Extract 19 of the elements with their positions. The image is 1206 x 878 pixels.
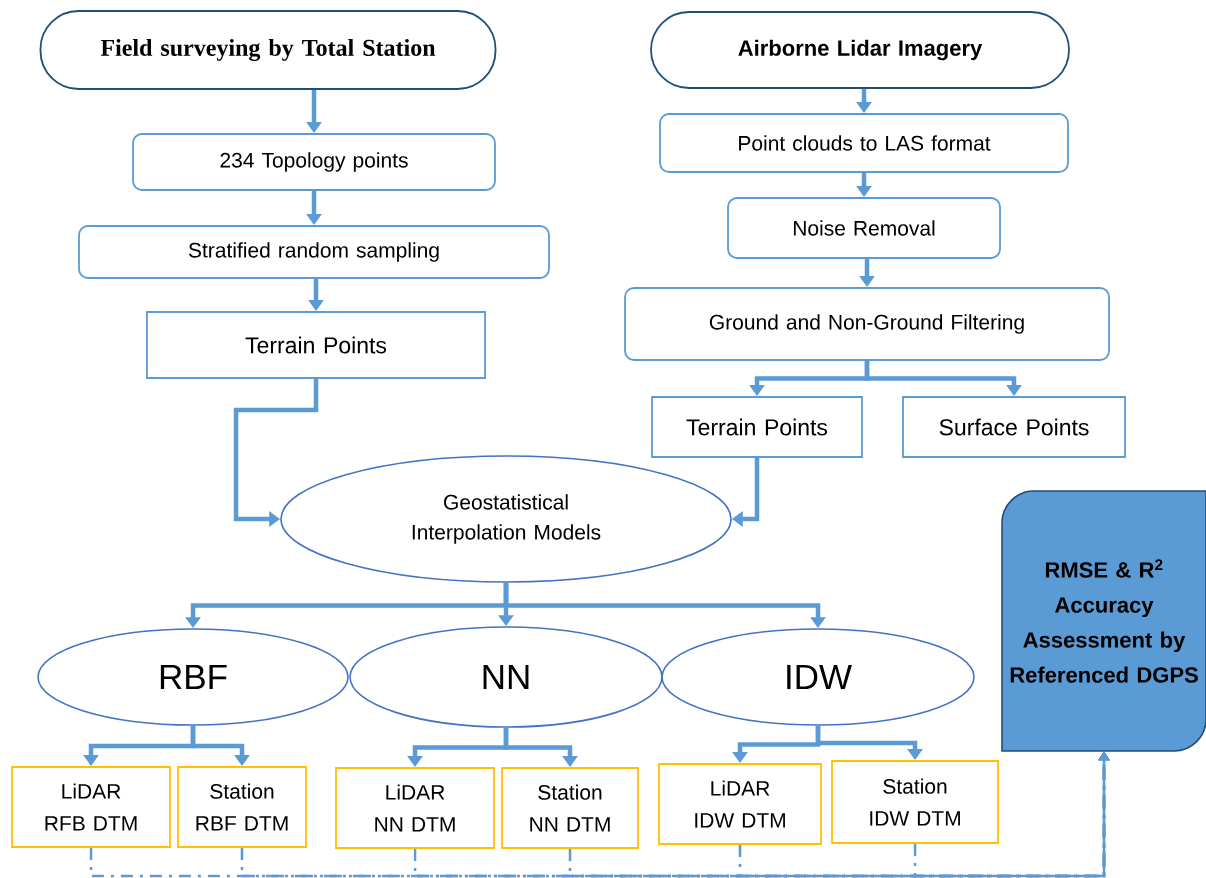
arrow (503, 727, 578, 767)
process-box: Terrain Points (146, 311, 486, 379)
process-box: Stratified random sampling (78, 225, 550, 279)
process-box: 234 Topology points (132, 133, 496, 191)
arrow (864, 360, 1022, 396)
output-box: Station NN DTM (501, 767, 639, 849)
process-box: Ground and Non-Ground Filtering (624, 287, 1110, 361)
output-box: LiDAR RFB DTM (11, 766, 171, 848)
arrow (815, 725, 923, 760)
process-box: Surface Points (902, 396, 1126, 458)
output-box: LiDAR NN DTM (335, 767, 495, 849)
output-box: Station RBF DTM (177, 766, 307, 848)
arrow (190, 725, 250, 766)
output-box: LiDAR IDW DTM (658, 763, 822, 845)
process-box: Terrain Points (651, 396, 863, 458)
assessment-box: RMSE & R$^{2}$ Accuracy Assessment by Referenced DGPS (1001, 490, 1206, 752)
process-box: Point clouds to LAS format (659, 113, 1069, 173)
process-box: Noise Removal (727, 197, 1001, 259)
output-box: Station IDW DTM (831, 760, 999, 844)
